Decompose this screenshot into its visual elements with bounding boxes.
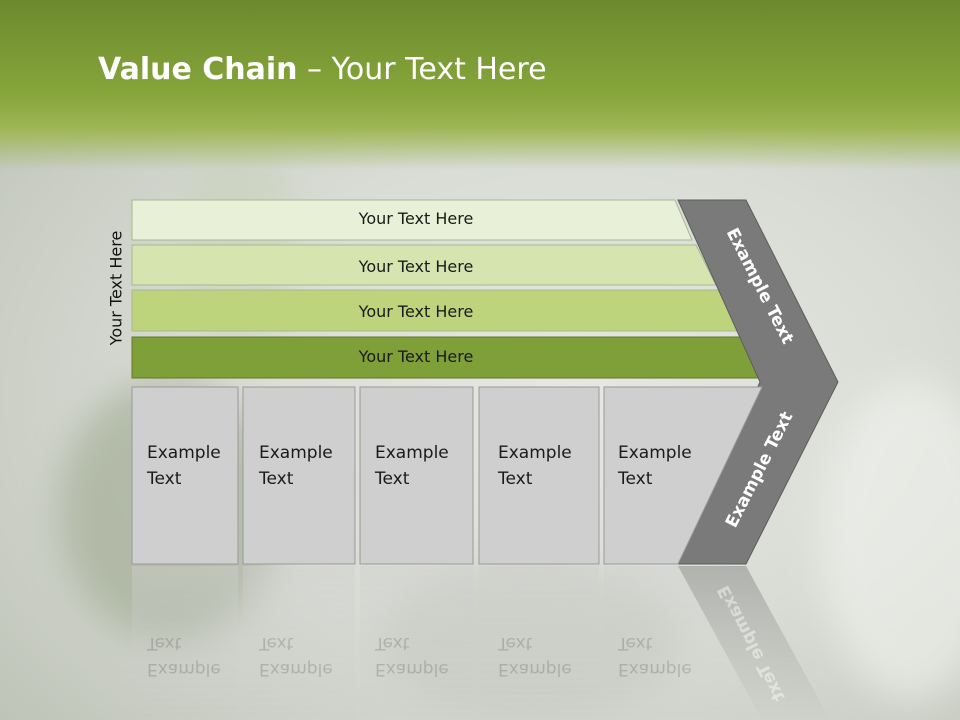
activity-box-shape — [603, 386, 763, 565]
reflection-chevron — [678, 566, 830, 720]
activity-box-shape — [359, 386, 474, 565]
reflection-line: Example — [147, 659, 221, 679]
activity-box-line: Example — [498, 443, 572, 463]
reflection-label: Example Text — [375, 630, 449, 682]
activity-box-line: Text — [375, 469, 410, 489]
reflection-line: Example — [498, 659, 572, 679]
reflection-box — [360, 566, 473, 720]
header-band — [0, 0, 960, 170]
activity-box-line: Text — [259, 469, 294, 489]
activity-box-label: Example Text — [498, 440, 572, 492]
activity-box-line: Text — [618, 469, 653, 489]
band-label: Your Text Here — [358, 209, 474, 228]
reflection-line: Example — [259, 659, 333, 679]
activity-box-label: Example Text — [375, 440, 449, 492]
reflection — [132, 566, 830, 720]
activity-box-shape — [131, 386, 239, 565]
title-bold: Value Chain — [98, 52, 298, 87]
activity-box-label: Example Text — [618, 440, 692, 492]
activity-box-shape — [242, 386, 356, 565]
activity-box-line: Example — [618, 443, 692, 463]
reflection-line: Text — [375, 633, 410, 653]
reflection-box — [479, 566, 599, 720]
reflection-label: Example Text — [259, 630, 333, 682]
band-label: Your Text Here — [358, 302, 474, 321]
reflection-label: Example Text — [147, 630, 221, 682]
reflection-line: Text — [498, 633, 533, 653]
reflection-line: Example — [618, 659, 692, 679]
reflection-line: Text — [147, 633, 182, 653]
reflection-line: Example — [375, 659, 449, 679]
reflection-box — [243, 566, 355, 720]
reflection-box — [604, 566, 762, 720]
reflection-line: Text — [259, 633, 294, 653]
reflection-label: Example Text — [498, 630, 572, 682]
band-label: Your Text Here — [358, 257, 474, 276]
activity-box-line: Example — [259, 443, 333, 463]
chevron-arrow-shape — [677, 199, 839, 565]
band-shape — [131, 199, 693, 241]
activity-box-line: Text — [147, 469, 182, 489]
band-label: Your Text Here — [358, 347, 474, 366]
reflection-line: Text — [618, 633, 653, 653]
bg-blur-flower — [820, 380, 960, 700]
activity-box-line: Example — [147, 443, 221, 463]
page-title: Value Chain – Your Text Here — [98, 52, 547, 87]
reflection-box — [132, 566, 238, 720]
activity-box-shape — [478, 386, 600, 565]
activity-box-line: Example — [375, 443, 449, 463]
activity-box-label: Example Text — [147, 440, 221, 492]
activity-box-line: Text — [498, 469, 533, 489]
title-rest: – Your Text Here — [297, 52, 547, 87]
activity-box-label: Example Text — [259, 440, 333, 492]
reflection-label: Example Text — [618, 630, 692, 682]
